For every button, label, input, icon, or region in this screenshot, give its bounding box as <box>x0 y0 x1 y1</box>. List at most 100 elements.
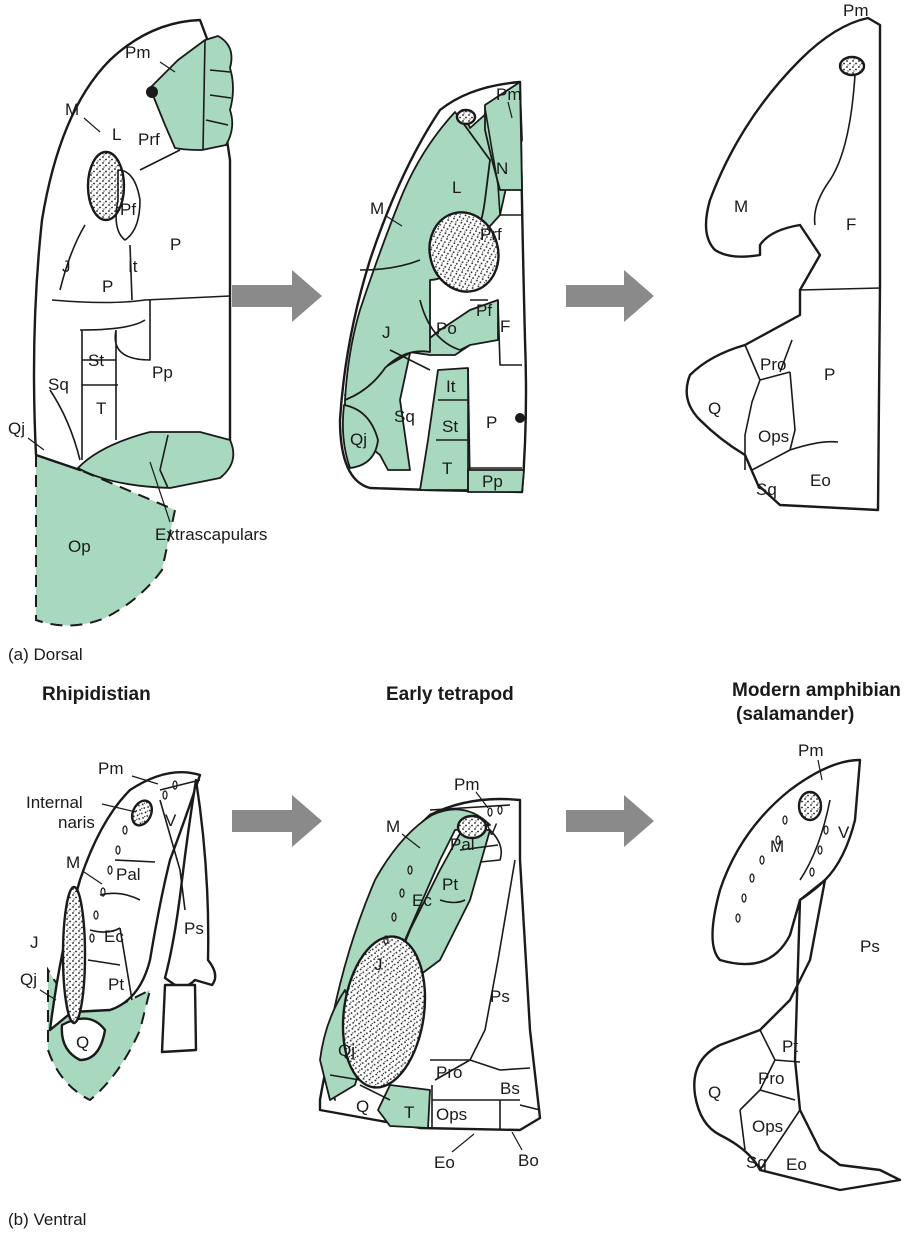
label-pm: Pm <box>798 741 824 760</box>
label-q: Q <box>76 1033 89 1052</box>
label-q: Q <box>708 399 721 418</box>
label-prf: Prf <box>138 130 160 149</box>
label-it: It <box>446 377 456 396</box>
label-pro: Pro <box>758 1069 784 1088</box>
label-m: M <box>65 100 79 119</box>
label-qj: Qj <box>350 430 367 449</box>
label-q: Q <box>708 1083 721 1102</box>
ventral-rhipidistian-skull: Pm Internal naris V M Pal Ec Ps J Qj Pt … <box>20 759 215 1100</box>
label-pal: Pal <box>450 835 475 854</box>
label-t: T <box>404 1103 414 1122</box>
label-p: P <box>824 365 835 384</box>
label-pt: Pt <box>442 875 458 894</box>
label-m: M <box>66 853 80 872</box>
label-pm: Pm <box>98 759 124 778</box>
label-pal: Pal <box>116 865 141 884</box>
subtemporal-fossa <box>63 887 85 1023</box>
arrow-ventral-1 <box>232 795 322 847</box>
label-sq: Sq <box>756 480 777 499</box>
label-v: V <box>486 820 498 839</box>
label-sq: Sq <box>746 1153 767 1172</box>
label-pp: Pp <box>152 363 173 382</box>
label-f: F <box>500 317 510 336</box>
label-pf: Pf <box>120 200 136 219</box>
nostril <box>146 86 158 98</box>
label-sq: Sq <box>394 407 415 426</box>
ventral-modern-skull: Pm V M Ps Pt Pro Q Ops Sq Eo <box>694 741 900 1190</box>
dorsal-early-tetrapod-skull: Pm M N L Prf Pf J Po F Sq It St P Qj T P… <box>340 82 526 492</box>
label-j: J <box>62 257 71 276</box>
column-title-early-tetrapod: Early tetrapod <box>386 684 514 705</box>
label-internal: Internal <box>26 793 83 812</box>
label-ec: Ec <box>412 891 432 910</box>
label-n: N <box>496 159 508 178</box>
label-op: Op <box>68 537 91 556</box>
label-ps: Ps <box>490 987 510 1006</box>
label-j: J <box>374 955 383 974</box>
label-extrascapulars: Extrascapulars <box>155 525 267 544</box>
label-pp: Pp <box>482 472 503 491</box>
label-qj: Qj <box>20 970 37 989</box>
label-ops: Ops <box>752 1117 783 1136</box>
dorsal-rhipidistian-skull: Pm M L Prf Pf J P It P St Sq T Pp Qj Op … <box>8 20 267 626</box>
label-p: P <box>170 235 181 254</box>
label-pt: Pt <box>108 975 124 994</box>
label-t: T <box>96 399 106 418</box>
label-m: M <box>770 837 784 856</box>
label-it: It <box>128 257 138 276</box>
label-eo: Eo <box>786 1155 807 1174</box>
label-pf: Pf <box>476 301 492 320</box>
column-title-modern-line2: (salamander) <box>736 704 854 725</box>
label-t: T <box>442 459 452 478</box>
label-j: J <box>382 323 391 342</box>
arrow-ventral-2 <box>566 795 654 847</box>
label-m: M <box>370 199 384 218</box>
label-pm: Pm <box>454 775 480 794</box>
label-v: V <box>838 823 850 842</box>
label-p: P <box>486 413 497 432</box>
label-pro: Pro <box>436 1063 462 1082</box>
label-l: L <box>112 125 121 144</box>
label-pro: Pro <box>760 355 786 374</box>
label-p-small: P <box>102 277 113 296</box>
label-qj: Qj <box>338 1041 355 1060</box>
label-pm: Pm <box>496 85 522 104</box>
section-label-ventral: (b) Ventral <box>8 1210 86 1229</box>
label-j: J <box>30 933 39 952</box>
ventral-early-tetrapod-skull: Pm M Pal V Ec Pt J Ps Qj Pro Q T Bs Ops … <box>320 775 540 1172</box>
label-q: Q <box>356 1097 369 1116</box>
internal-naris <box>799 792 821 820</box>
arrow-dorsal-1 <box>232 270 322 322</box>
label-po: Po <box>436 319 457 338</box>
label-pm: Pm <box>125 43 151 62</box>
column-title-modern-line1: Modern amphibian <box>732 680 901 701</box>
pineal-foramen <box>515 413 525 423</box>
label-v: V <box>165 811 177 830</box>
label-naris: naris <box>58 813 95 832</box>
section-label-dorsal: (a) Dorsal <box>8 645 83 664</box>
column-title-rhipidistian: Rhipidistian <box>42 684 151 705</box>
label-m: M <box>734 197 748 216</box>
label-bs: Bs <box>500 1079 520 1098</box>
arrow-dorsal-2 <box>566 270 654 322</box>
label-qj: Qj <box>8 419 25 438</box>
label-ps: Ps <box>184 919 204 938</box>
label-l: L <box>452 178 461 197</box>
label-f: F <box>846 215 856 234</box>
label-ec: Ec <box>104 927 124 946</box>
label-st: St <box>88 351 104 370</box>
dorsal-modern-skull: Pm M F Pro P Q Ops Sq Eo <box>687 1 880 510</box>
nostril <box>457 110 475 124</box>
nostril <box>840 57 864 75</box>
label-ops: Ops <box>436 1105 467 1124</box>
label-m: M <box>386 817 400 836</box>
label-ops: Ops <box>758 427 789 446</box>
label-eo: Eo <box>434 1153 455 1172</box>
label-eo: Eo <box>810 471 831 490</box>
label-bo: Bo <box>518 1151 539 1170</box>
label-pt: Pt <box>782 1037 798 1056</box>
basicranial-block <box>162 985 196 1052</box>
skull-outline <box>713 760 861 964</box>
label-prf: Prf <box>480 225 502 244</box>
